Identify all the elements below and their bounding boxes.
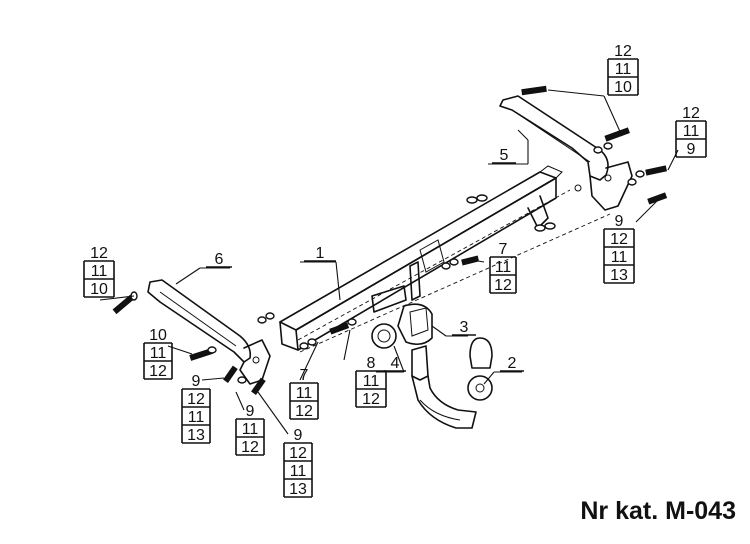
callout-number: 11 xyxy=(242,421,259,438)
callout-number: 11 xyxy=(683,123,700,140)
callout-number: 3 xyxy=(460,319,469,336)
callout-number: 11 xyxy=(290,463,307,480)
callout-c2: 2 xyxy=(500,355,524,372)
callout-number: 12 xyxy=(362,391,380,408)
callout-number: 7 xyxy=(499,241,508,258)
callout-number: 12 xyxy=(187,391,205,408)
cross-beam-part xyxy=(279,165,611,353)
callout-number: 11 xyxy=(495,259,512,276)
socket-plate-part xyxy=(371,261,433,349)
callout-c1: 1 xyxy=(304,245,336,262)
callout-number: 9 xyxy=(246,403,255,420)
callout-number: 1 xyxy=(316,245,325,262)
callout-number: 11 xyxy=(611,249,628,266)
callout-c6: 6 xyxy=(206,251,232,268)
callout-number: 12 xyxy=(149,363,167,380)
callout-number: 12 xyxy=(614,43,632,60)
callout-number: 8 xyxy=(367,355,376,372)
callout-number: 9 xyxy=(192,373,201,390)
fasteners xyxy=(112,85,668,395)
callout-number: 9 xyxy=(294,427,303,444)
callout-number: 2 xyxy=(508,355,517,372)
callout-number: 12 xyxy=(295,403,313,420)
callout-number: 10 xyxy=(614,79,632,96)
callout-c5: 5 xyxy=(492,147,516,164)
callout-number: 11 xyxy=(615,61,632,78)
callout-number: 13 xyxy=(187,427,205,444)
catalog-number: Nr kat. M-043 xyxy=(580,497,736,525)
callout-c4: 4 xyxy=(384,355,406,372)
callout-number: 9 xyxy=(615,213,624,230)
callout-number: 12 xyxy=(682,105,700,122)
callout-number: 12 xyxy=(241,439,259,456)
callout-number: 10 xyxy=(90,281,108,298)
callout-number: 10 xyxy=(149,327,167,344)
callout-number: 11 xyxy=(363,373,380,390)
callout-number: 13 xyxy=(610,267,628,284)
callout-number: 4 xyxy=(391,355,400,372)
callout-number: 13 xyxy=(289,481,307,498)
callout-number: 12 xyxy=(90,245,108,262)
callout-number: 12 xyxy=(289,445,307,462)
callout-number: 12 xyxy=(610,231,628,248)
callout-number: 11 xyxy=(188,409,205,426)
callout-c3: 3 xyxy=(452,319,476,336)
leader-lines xyxy=(99,89,679,435)
callout-number: 5 xyxy=(500,147,509,164)
tow-hook-part xyxy=(411,337,493,429)
callout-number: 12 xyxy=(494,277,512,294)
part-callouts: 1234567111271112811121211101211991211131… xyxy=(83,43,707,498)
callout-number: 6 xyxy=(215,251,224,268)
callout-number: 11 xyxy=(150,345,167,362)
callout-number: 11 xyxy=(296,385,313,402)
callout-number: 7 xyxy=(300,367,309,384)
callout-number: 11 xyxy=(91,263,108,280)
callout-number: 9 xyxy=(687,141,696,158)
